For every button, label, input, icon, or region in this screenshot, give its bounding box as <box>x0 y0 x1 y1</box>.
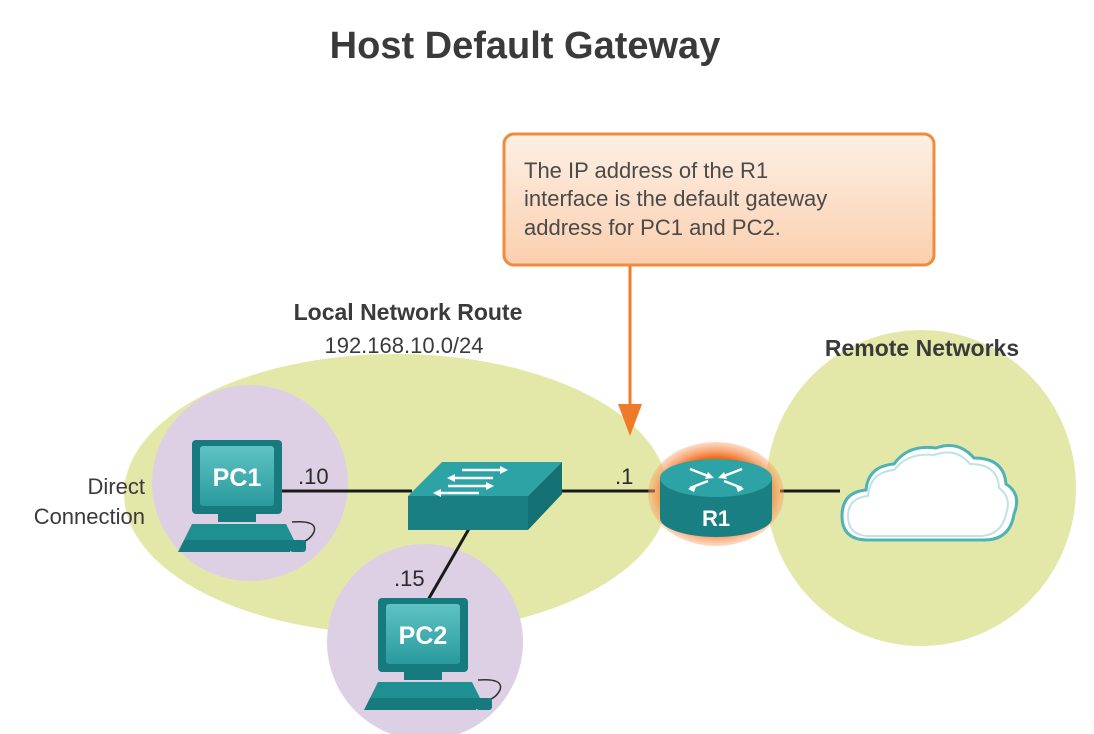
remote-network-label: Remote Networks <box>825 335 1019 361</box>
pc2-icon: PC2 <box>364 598 502 710</box>
router-label: R1 <box>702 506 730 531</box>
pc1-host-address: .10 <box>298 464 329 489</box>
callout-line-2: interface is the default gateway <box>524 186 827 211</box>
link-switch-pc2 <box>426 526 472 601</box>
pc2-label: PC2 <box>399 622 448 650</box>
cloud-icon <box>840 444 1019 542</box>
callout-line-3: address for PC1 and PC2. <box>524 215 781 240</box>
pc2-host-address: .15 <box>394 566 425 591</box>
callout-line-1: The IP address of the R1 <box>524 158 768 183</box>
pc1-icon: PC1 <box>178 440 316 552</box>
local-network-label: Local Network Route <box>294 299 523 325</box>
router-interface-address: .1 <box>615 464 633 489</box>
direct-connection-label-2: Connection <box>34 504 145 529</box>
callout-box <box>502 132 936 267</box>
pc1-label: PC1 <box>213 464 262 492</box>
page-title: Host Default Gateway <box>330 25 721 67</box>
router-icon: R1 <box>648 442 784 546</box>
direct-connection-label-1: Direct <box>88 474 145 499</box>
switch-icon <box>408 462 562 530</box>
callout-arrow <box>618 266 642 436</box>
local-network-subnet: 192.168.10.0/24 <box>324 333 483 358</box>
